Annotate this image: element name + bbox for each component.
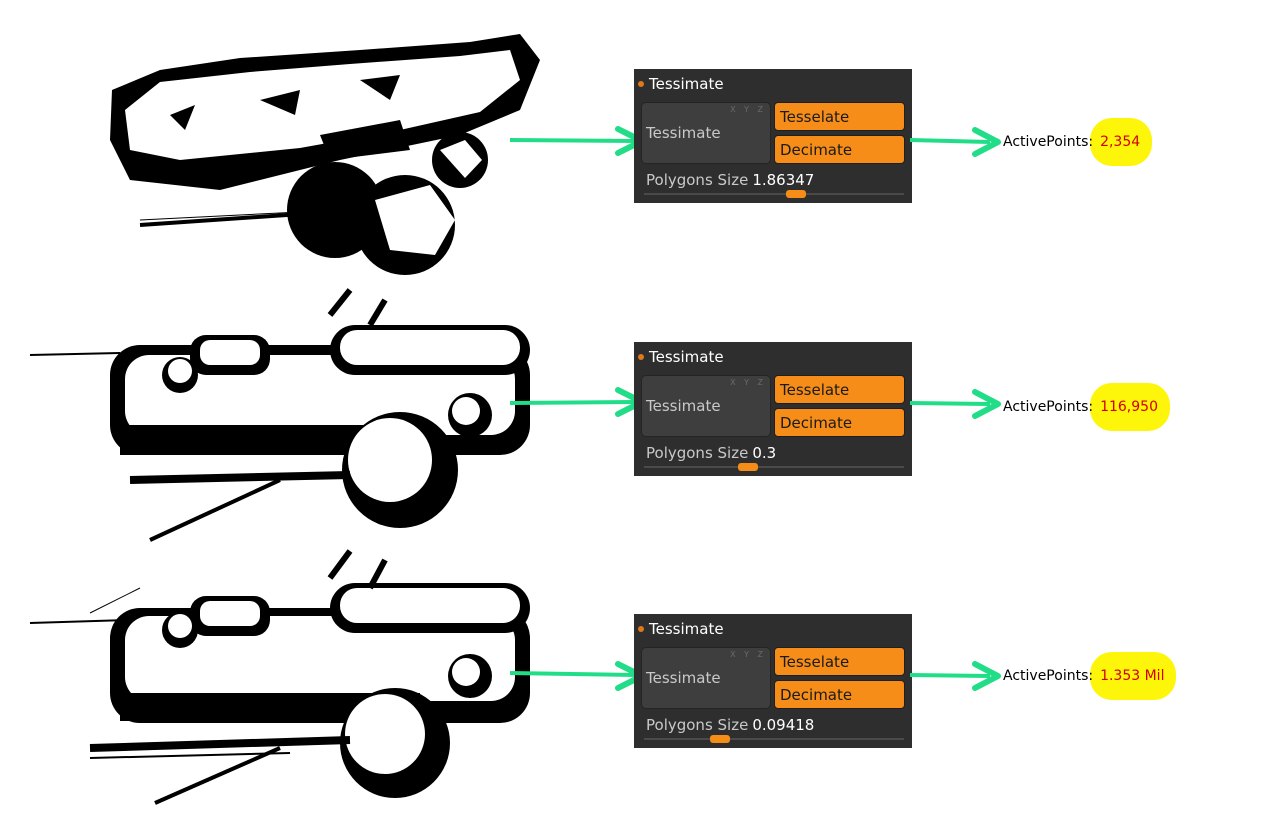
- tessimate-button[interactable]: X Y Z Tessimate: [641, 647, 771, 709]
- tessimate-button-label: Tessimate: [646, 397, 721, 415]
- polygons-size-slider[interactable]: [644, 738, 904, 740]
- panel-dot-icon: [638, 626, 644, 632]
- slider-value: 0.09418: [752, 716, 815, 734]
- panel-header: Tessimate: [636, 348, 724, 366]
- decimate-label: Decimate: [780, 414, 853, 432]
- low-poly-model-image: [110, 34, 540, 275]
- high-poly-model-image: [30, 549, 530, 805]
- row-low-res: Tessimate X Y Z Tessimate Tesselate Deci…: [0, 0, 1280, 275]
- panel-header: Tessimate: [636, 620, 724, 638]
- slider-value: 1.86347: [752, 171, 815, 189]
- xyz-label: X Y Z: [730, 378, 766, 387]
- decimate-button[interactable]: Decimate: [774, 135, 905, 164]
- active-points-value: 1.353 Mil: [1090, 652, 1177, 700]
- tesselate-label: Tesselate: [780, 653, 850, 671]
- tessimate-button-label: Tessimate: [646, 669, 721, 687]
- arrow-right-icon: [510, 661, 645, 691]
- tessimate-button[interactable]: X Y Z Tessimate: [641, 102, 771, 164]
- polygons-size-slider[interactable]: [644, 193, 904, 195]
- slider-label: Polygons Size: [646, 171, 749, 189]
- panel-dot-icon: [638, 81, 644, 87]
- arrow-right-icon: [910, 389, 1001, 419]
- active-points-readout: ActivePoints: 1.353 Mil: [1003, 652, 1177, 700]
- slider-label: Polygons Size: [646, 716, 749, 734]
- active-points-readout: ActivePoints: 116,950: [1003, 383, 1170, 431]
- slider-handle[interactable]: [786, 190, 806, 198]
- tesselate-label: Tesselate: [780, 108, 850, 126]
- panel-title: Tessimate: [649, 620, 724, 638]
- slider-label: Polygons Size: [646, 444, 749, 462]
- row-high-res: Tessimate X Y Z Tessimate Tesselate Deci…: [0, 0, 1280, 805]
- tessimate-button-label: Tessimate: [646, 124, 721, 142]
- tesselate-label: Tesselate: [780, 381, 850, 399]
- arrow-right-icon: [510, 387, 645, 417]
- panel-title: Tessimate: [649, 75, 724, 93]
- slider-handle[interactable]: [710, 735, 730, 743]
- active-points-value: 116,950: [1090, 383, 1170, 431]
- tesselate-button[interactable]: Tesselate: [774, 102, 905, 131]
- arrow-right-icon: [910, 127, 1001, 157]
- panel-header: Tessimate: [636, 75, 724, 93]
- arrow-right-icon: [910, 661, 1001, 691]
- panel-dot-icon: [638, 354, 644, 360]
- slider-value: 0.3: [752, 444, 777, 462]
- tessimate-button[interactable]: X Y Z Tessimate: [641, 375, 771, 437]
- decimate-button[interactable]: Decimate: [774, 680, 905, 709]
- mid-poly-model-image: [30, 288, 530, 542]
- tessimate-panel: Tessimate X Y Z Tessimate Tesselate Deci…: [634, 69, 912, 203]
- polygons-size-slider[interactable]: [644, 466, 904, 468]
- panel-title: Tessimate: [649, 348, 724, 366]
- active-points-label: ActivePoints:: [1003, 399, 1094, 415]
- xyz-label: X Y Z: [730, 105, 766, 114]
- decimate-label: Decimate: [780, 141, 853, 159]
- tessimate-panel: Tessimate X Y Z Tessimate Tesselate Deci…: [634, 614, 912, 748]
- xyz-label: X Y Z: [730, 650, 766, 659]
- tesselate-button[interactable]: Tesselate: [774, 647, 905, 676]
- row-mid-res: Tessimate X Y Z Tessimate Tesselate Deci…: [0, 0, 1280, 542]
- active-points-label: ActivePoints:: [1003, 668, 1094, 684]
- active-points-label: ActivePoints:: [1003, 134, 1094, 150]
- decimate-button[interactable]: Decimate: [774, 408, 905, 437]
- decimate-label: Decimate: [780, 686, 853, 704]
- tesselate-button[interactable]: Tesselate: [774, 375, 905, 404]
- tessimate-panel: Tessimate X Y Z Tessimate Tesselate Deci…: [634, 342, 912, 476]
- slider-handle[interactable]: [738, 463, 758, 471]
